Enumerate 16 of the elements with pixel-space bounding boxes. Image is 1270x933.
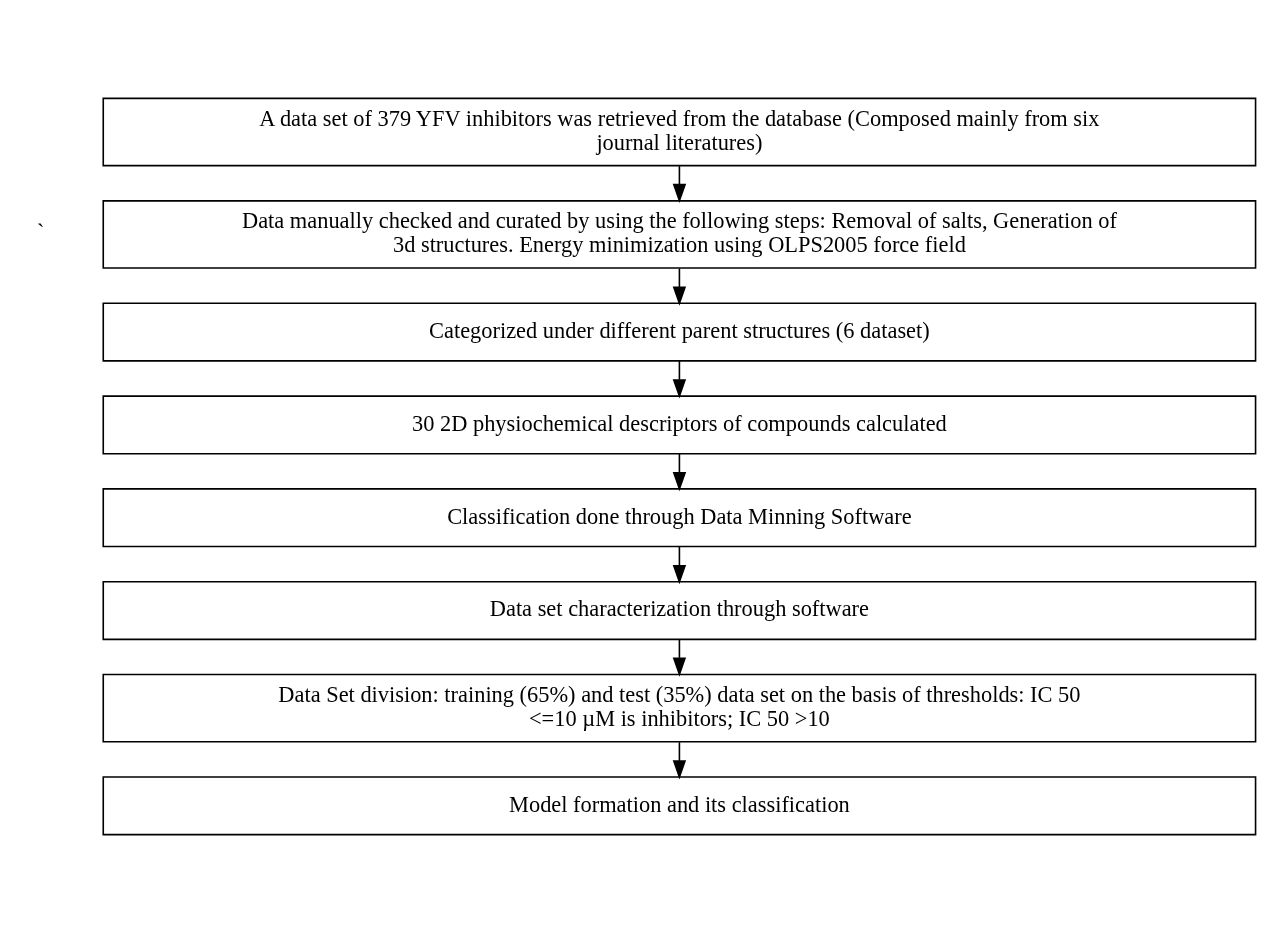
node-box: 30 2D physiochemical descriptors of compounds calculated <box>102 395 1257 455</box>
label: ` <box>37 220 45 246</box>
arrow <box>672 638 687 677</box>
node-box: Categorized under different parent structures (6 dataset) <box>102 302 1257 362</box>
node-box: Model formation and its classification <box>102 776 1257 836</box>
node-box: Data set characterization through software <box>102 580 1257 641</box>
node-box: Data manually checked and curated by using the following steps: Removal of salts, Generation of 3d structures. Energy minimization using OLPS2005 force field <box>102 200 1257 269</box>
arrow <box>672 267 687 306</box>
arrow <box>672 165 687 204</box>
arrow <box>672 545 687 585</box>
arrow <box>672 360 687 399</box>
arrow <box>672 741 687 780</box>
node-box: A data set of 379 YFV inhibitors was retrieved from the database (Composed mainly from six journal literatures) <box>102 97 1257 167</box>
arrow <box>672 453 687 492</box>
node-box: Classification done through Data Minning Software <box>102 488 1257 548</box>
node-box: Data Set division: training (65%) and test (35%) data set on the basis of thresholds: IC 50 <=10 µM is inhibitors; IC 50 >10 <box>102 673 1257 743</box>
